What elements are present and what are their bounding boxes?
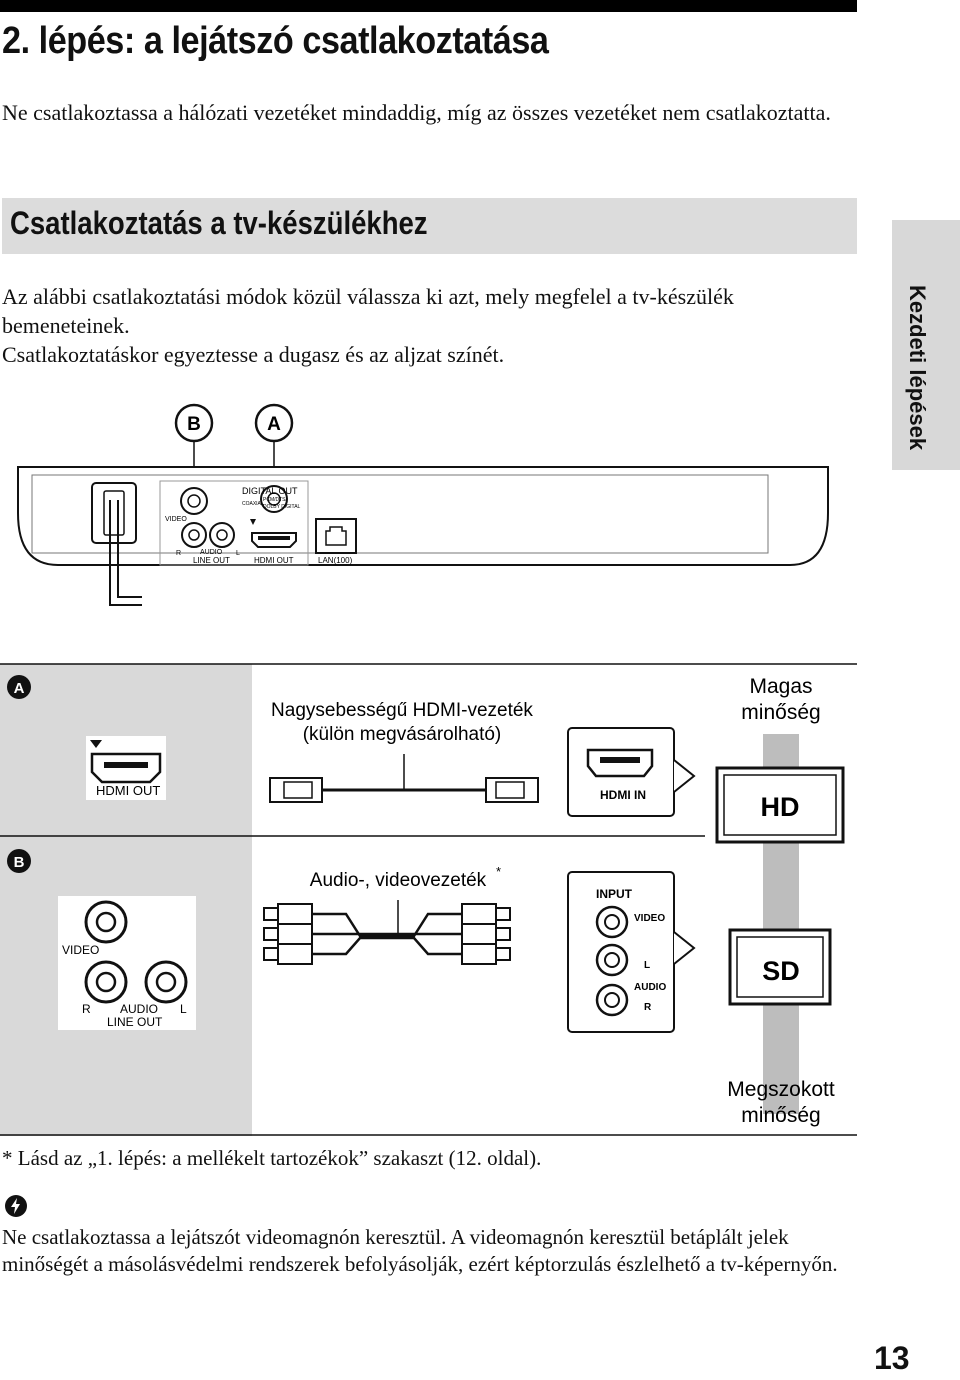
audio-r-jack bbox=[181, 522, 207, 548]
svg-text:LINE OUT: LINE OUT bbox=[107, 1015, 163, 1029]
svg-text:VIDEO: VIDEO bbox=[634, 913, 665, 924]
svg-text:DOLBY DIGITAL: DOLBY DIGITAL bbox=[263, 504, 301, 510]
audio-l-jack bbox=[209, 522, 235, 548]
svg-text:*: * bbox=[496, 864, 501, 879]
player-line-out: VIDEO R AUDIO L LINE OUT bbox=[58, 896, 196, 1030]
note-icon bbox=[5, 1195, 27, 1217]
intro-text: Ne csatlakoztassa a hálózati vezetéket m… bbox=[2, 100, 831, 125]
badge-b: B bbox=[174, 403, 214, 443]
row-a-badge: A bbox=[7, 675, 31, 699]
svg-text:R: R bbox=[176, 550, 181, 557]
svg-text:PCM/DTS/: PCM/DTS/ bbox=[263, 497, 288, 503]
section-line-2: Csatlakoztatáskor egyeztesse a dugasz és… bbox=[2, 342, 505, 367]
top-rule bbox=[0, 0, 857, 12]
video-jack bbox=[180, 487, 208, 515]
svg-text:R: R bbox=[82, 1002, 91, 1016]
svg-text:AUDIO: AUDIO bbox=[634, 982, 666, 993]
section-line-1: Az alábbi csatlakoztatási módok közül vá… bbox=[2, 284, 734, 338]
note-text: Ne csatlakoztassa a lejátszót videomagnó… bbox=[2, 1225, 838, 1276]
svg-text:A: A bbox=[267, 414, 281, 435]
side-tab-label: Kezdeti lépések bbox=[905, 285, 930, 451]
badge-a: A bbox=[254, 403, 294, 443]
svg-text:A: A bbox=[14, 680, 25, 697]
side-tab bbox=[892, 220, 960, 470]
hdmi-cable bbox=[269, 777, 539, 803]
svg-text:VIDEO: VIDEO bbox=[62, 943, 99, 957]
footnote: * Lásd az „1. lépés: a mellékelt tartozé… bbox=[2, 1146, 542, 1170]
rca-cable bbox=[263, 903, 511, 965]
svg-text:SD: SD bbox=[762, 956, 800, 986]
svg-text:B: B bbox=[14, 854, 25, 871]
svg-text:HDMI IN: HDMI IN bbox=[600, 788, 646, 802]
svg-text:(külön megvásárolható): (külön megvásárolható) bbox=[303, 724, 502, 745]
svg-text:L: L bbox=[180, 1002, 187, 1016]
svg-text:Magas: Magas bbox=[749, 675, 812, 698]
svg-text:DIGITAL OUT: DIGITAL OUT bbox=[242, 486, 298, 496]
svg-text:Audio-, videovezeték: Audio-, videovezeték bbox=[310, 870, 487, 891]
row-b-badge: B bbox=[7, 849, 31, 873]
svg-text:VIDEO: VIDEO bbox=[165, 516, 187, 523]
page-title: 2. lépés: a lejátszó csatlakoztatása bbox=[2, 20, 549, 62]
svg-text:AUDIO: AUDIO bbox=[200, 549, 223, 556]
svg-text:LINE OUT: LINE OUT bbox=[193, 556, 230, 565]
hdmi-out-port bbox=[250, 519, 297, 548]
coaxial-jack bbox=[260, 485, 288, 513]
svg-text:COAXIAL: COAXIAL bbox=[242, 501, 264, 507]
svg-text:minőség: minőség bbox=[741, 701, 820, 724]
section-bar bbox=[2, 198, 857, 254]
svg-text:minőség: minőség bbox=[741, 1104, 820, 1127]
svg-text:R: R bbox=[644, 1002, 652, 1013]
svg-text:AUDIO: AUDIO bbox=[120, 1002, 158, 1016]
svg-text:Nagysebességű HDMI-vezeték: Nagysebességű HDMI-vezeték bbox=[271, 700, 533, 721]
tv-hd: HD bbox=[715, 766, 845, 844]
section-title: Csatlakoztatás a tv-készülékhez bbox=[10, 205, 428, 241]
tv-input-panel: INPUT VIDEO L AUDIO R bbox=[567, 871, 696, 1033]
svg-text:HD: HD bbox=[761, 792, 800, 822]
page-number: 13 bbox=[874, 1340, 910, 1376]
rear-panel-diagram: B A DIGITAL OUT COAXIAL PCM/DTS/ DOLBY D… bbox=[17, 403, 829, 606]
svg-text:HDMI OUT: HDMI OUT bbox=[96, 783, 160, 798]
svg-text:B: B bbox=[187, 414, 201, 435]
svg-text:HDMI OUT: HDMI OUT bbox=[254, 556, 294, 565]
svg-text:Megszokott: Megszokott bbox=[727, 1078, 835, 1101]
player-hdmi-out: HDMI OUT bbox=[86, 736, 166, 800]
section-body: Az alábbi csatlakoztatási módok közül vá… bbox=[2, 282, 852, 369]
svg-text:L: L bbox=[236, 550, 240, 557]
power-cord bbox=[91, 482, 142, 606]
tv-sd: SD bbox=[728, 928, 832, 1006]
lan-port bbox=[315, 518, 357, 554]
svg-text:L: L bbox=[644, 960, 650, 971]
svg-text:LAN(100): LAN(100) bbox=[318, 556, 353, 565]
tv-hdmi-in: HDMI IN bbox=[567, 727, 696, 817]
svg-text:INPUT: INPUT bbox=[596, 887, 633, 901]
connection-diagram: A HDMI OUT Nagysebességű HDMI-vezeték (k… bbox=[0, 663, 857, 1136]
